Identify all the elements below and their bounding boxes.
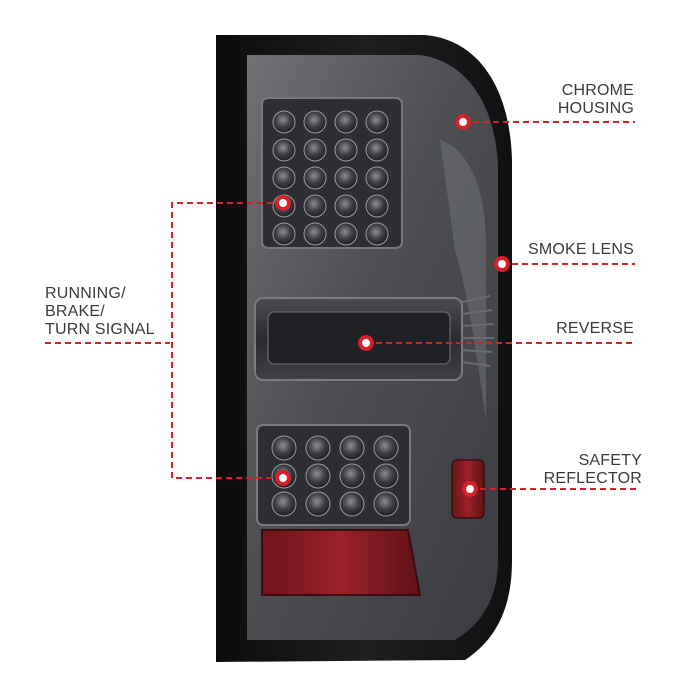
led-cell [365,166,389,190]
callout-dots [275,114,510,497]
upper-led-grid [272,110,389,246]
led-cell [339,463,365,489]
label-line: HOUSING [557,100,634,117]
led-cell [339,491,365,517]
label-line: REFLECTOR [543,470,642,487]
led-cell [271,435,297,461]
callout-dot-upper-led [275,195,291,211]
callout-dot-lower-led [275,470,291,486]
label-reverse: REVERSE [556,320,634,338]
led-cell [303,138,327,162]
bottom-red-reflector [261,529,422,596]
label-line: SAFETY [578,452,642,469]
led-cell [272,138,296,162]
led-cell [373,435,399,461]
callout-dot-safety-reflector [462,481,478,497]
label-line: RUNNING/ [45,285,126,302]
led-cell [334,222,358,246]
label-safety-reflector: SAFETY REFLECTOR [544,452,642,488]
label-line: REVERSE [556,320,634,337]
led-cell [271,491,297,517]
callout-dot-chrome-housing [455,114,471,130]
led-cell [305,435,331,461]
led-cell [272,166,296,190]
callout-line-running-brake-turn [171,202,283,479]
led-cell [365,222,389,246]
lower-led-grid [271,435,399,517]
led-cell [339,435,365,461]
led-cell [334,138,358,162]
lens-highlight [440,140,486,420]
label-running-brake-turn: RUNNING/ BRAKE/ TURN SIGNAL [45,285,155,339]
led-cell [303,194,327,218]
label-line: TURN SIGNAL [45,321,155,338]
label-line: CHROME [561,82,634,99]
led-cell [305,491,331,517]
callout-lines [45,121,640,490]
label-line: BRAKE/ [45,303,105,320]
led-cell [334,194,358,218]
led-cell [272,222,296,246]
led-cell [373,491,399,517]
led-cell [303,166,327,190]
led-cell [365,110,389,134]
label-line: SMOKE LENS [527,241,634,258]
label-chrome-housing: CHROME HOUSING [558,82,634,118]
led-cell [373,463,399,489]
label-smoke-lens: SMOKE LENS [528,241,634,259]
callout-dot-smoke-lens [494,256,510,272]
reverse-fins [461,295,495,367]
led-cell [365,194,389,218]
led-cell [272,110,296,134]
reverse-light-inner [267,311,451,365]
led-cell [334,166,358,190]
led-cell [365,138,389,162]
callout-dot-reverse [358,335,374,351]
led-cell [334,110,358,134]
led-cell [303,222,327,246]
led-cell [303,110,327,134]
led-cell [305,463,331,489]
